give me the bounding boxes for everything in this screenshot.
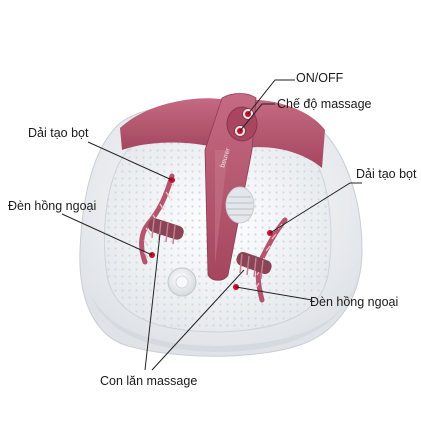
label-massage-mode: Chế độ massage	[277, 97, 372, 111]
roller-right	[236, 251, 272, 280]
leader-infrared-left	[61, 213, 153, 256]
foot-spa-body: beurer	[79, 93, 363, 357]
label-infrared-left: Đèn hồng ngoại	[8, 199, 96, 213]
bubble-strip-right	[255, 217, 288, 303]
rear-rim-left	[120, 98, 225, 150]
leader-mode	[239, 103, 275, 132]
label-on-off: ON/OFF	[296, 71, 344, 85]
leader-bubble-left	[87, 141, 173, 181]
center-column-highlight	[215, 150, 228, 265]
leader-on-off	[247, 79, 295, 115]
leader-lines	[61, 79, 362, 371]
vent-grille	[225, 186, 255, 224]
toe-massage-knob-center	[175, 275, 189, 289]
leader-roller-left	[144, 233, 161, 371]
leader-bubble-right	[269, 182, 362, 234]
rear-rim-right	[245, 99, 325, 168]
label-infrared-right: Đèn hồng ngoại	[310, 295, 398, 309]
leader-infrared-right	[235, 286, 313, 301]
label-massage-rollers: Con lăn massage	[100, 374, 197, 388]
leader-roller-right	[151, 269, 245, 371]
label-bubble-strip-right: Dải tạo bọt	[356, 167, 417, 181]
label-bubble-strip-left: Dải tạo bọt	[28, 126, 89, 140]
roller-left	[148, 218, 184, 245]
